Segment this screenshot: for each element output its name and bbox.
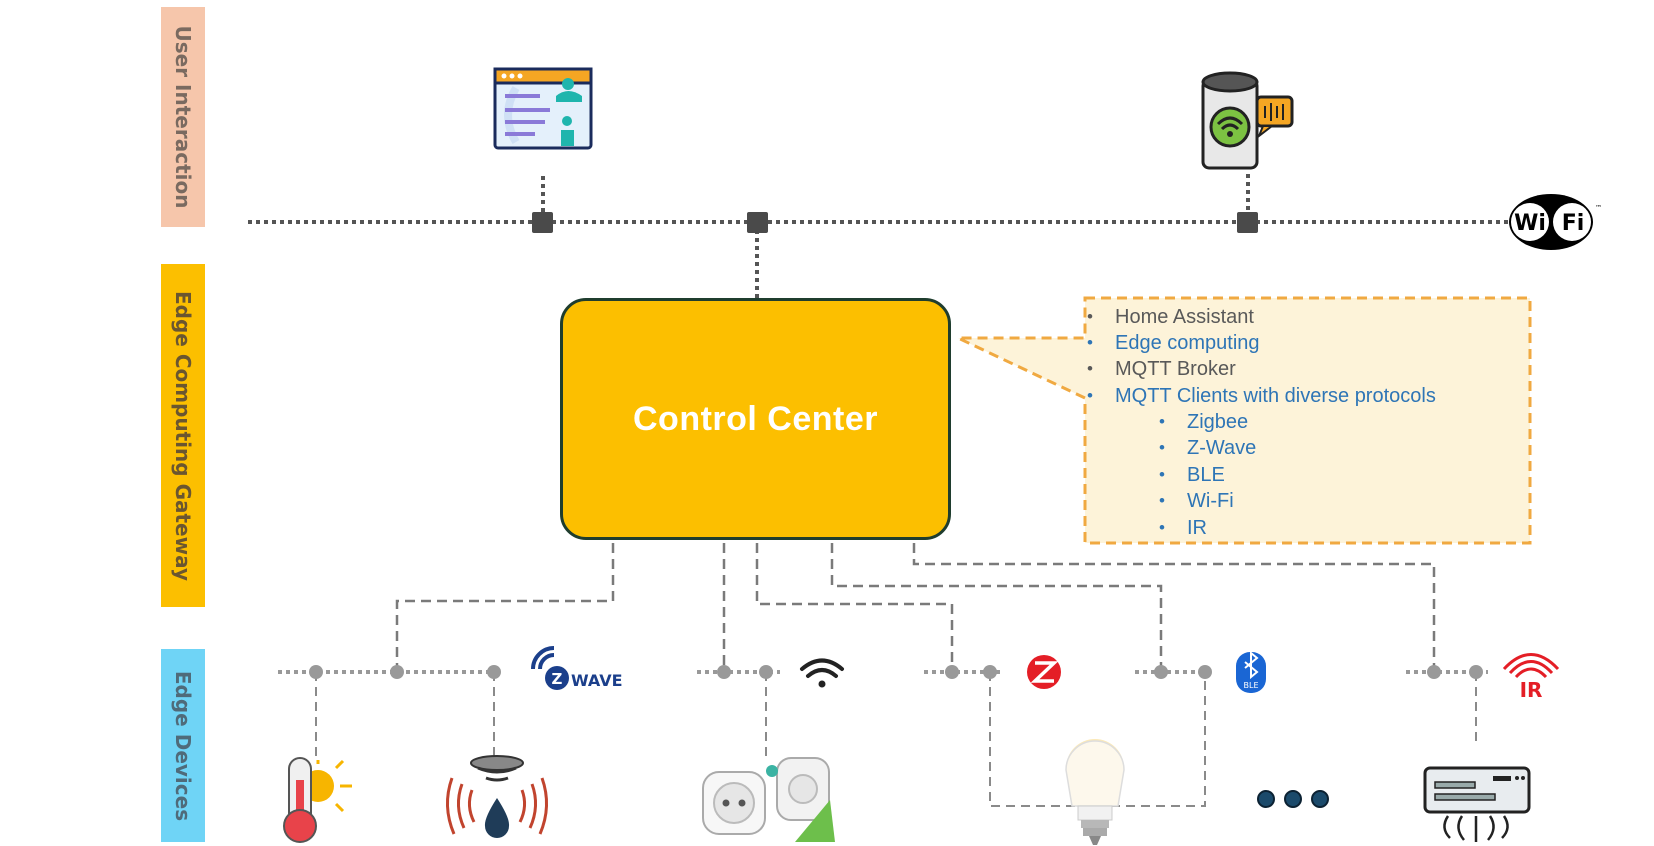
wifi-signal-icon: [800, 658, 844, 688]
feature-item: •Home Assistant: [1087, 306, 1254, 328]
feature-mqtt-broker: MQTT Broker: [1115, 358, 1236, 380]
junction-node: [1237, 212, 1258, 233]
smart-bulb-icon: [1065, 739, 1125, 845]
protocol-wifi: Wi-Fi: [1187, 490, 1234, 512]
thermometer-sun-icon: [283, 757, 352, 843]
junction-node: [747, 212, 768, 233]
gateway-connectors: [395, 543, 1436, 672]
device-drop-lines: [315, 672, 1477, 807]
humidity-sensor-icon: [446, 755, 548, 838]
features-callout: [957, 296, 1532, 545]
ble-logo-text: BLE: [1244, 681, 1259, 690]
protocol-zigbee: Zigbee: [1187, 411, 1249, 433]
wifi-logo-text-left: Wi: [1514, 211, 1546, 236]
feature-item: •MQTT Broker: [1087, 358, 1236, 380]
smart-plug-icon: [702, 757, 835, 842]
zwave-logo-z: Z: [552, 670, 563, 688]
protocol-item: •Wi-Fi: [1159, 490, 1234, 512]
bus-junction-dots: [309, 665, 1483, 679]
ir-logo: IR: [1502, 653, 1560, 702]
zwave-logo: Z WAVE: [531, 646, 623, 690]
air-conditioner-icon: [1423, 766, 1531, 842]
wifi-logo-text-right: Fi: [1562, 211, 1585, 236]
smart-speaker-icon: [1201, 71, 1294, 170]
features-list: •Home Assistant •Edge computing •MQTT Br…: [1085, 298, 1530, 543]
protocol-ble: BLE: [1187, 464, 1225, 486]
feature-mqtt-clients: MQTT Clients with diverse protocols: [1115, 385, 1436, 407]
zwave-logo-text: WAVE: [571, 671, 623, 690]
zigbee-logo: [1027, 655, 1061, 689]
control-center-label: Control Center: [633, 399, 878, 438]
protocol-zwave: Z-Wave: [1187, 437, 1257, 459]
more-icon: [1257, 790, 1329, 808]
protocol-item: •IR: [1159, 517, 1207, 539]
protocol-item: •BLE: [1159, 464, 1225, 486]
feature-edge-computing: Edge computing: [1115, 332, 1260, 354]
wifi-logo-tm: ™: [1595, 204, 1602, 212]
bluetooth-logo: BLE: [1236, 650, 1266, 693]
wifi-alliance-logo: Wi Fi ™: [1509, 194, 1602, 250]
junction-node: [532, 212, 553, 233]
protocol-ir: IR: [1187, 517, 1207, 539]
ir-logo-text: IR: [1520, 678, 1543, 702]
protocol-item: •Zigbee: [1159, 411, 1249, 433]
dashboard-icon: [493, 67, 593, 150]
user-interaction-band: User Interaction: [161, 7, 205, 227]
edge-gateway-band: Edge Computing Gateway: [161, 264, 205, 607]
edge-devices-band: Edge Devices: [161, 649, 205, 842]
feature-item: •Edge computing: [1087, 332, 1260, 354]
feature-home-assistant: Home Assistant: [1115, 306, 1254, 328]
feature-item: •MQTT Clients with diverse protocols: [1087, 385, 1436, 407]
protocol-item: •Z-Wave: [1159, 437, 1257, 459]
control-center-box: Control Center: [560, 298, 951, 540]
